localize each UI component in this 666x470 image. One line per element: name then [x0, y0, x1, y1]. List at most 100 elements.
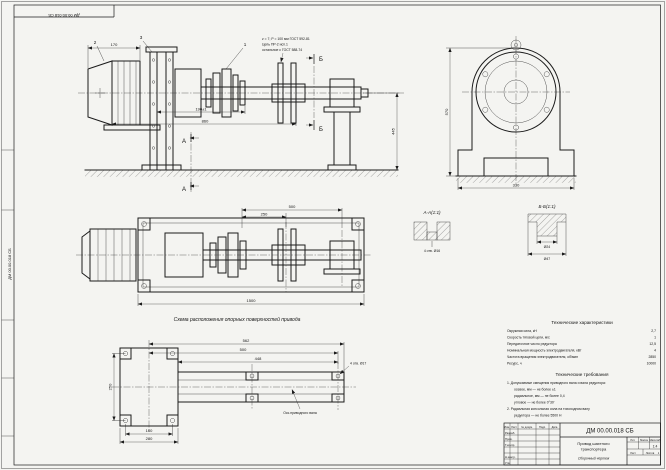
col-list: Лист [511, 425, 517, 429]
col-doc: № докум. [521, 426, 533, 429]
support-schema: Схема расположения опорных поверхностей … [108, 316, 366, 444]
note-line-3: остальное с ГОСТ 588-74 [262, 48, 302, 52]
doc-name-line2: транспортера [581, 447, 607, 452]
dim-860: 860 [202, 119, 209, 124]
title-block-border [503, 422, 661, 466]
ground [455, 175, 577, 183]
col-sign: Подп. [539, 425, 546, 429]
dim-250: 250 [241, 212, 287, 227]
dim-24-label: Ø24 [544, 245, 551, 249]
tech-chars-title: Технические характеристики [551, 320, 613, 325]
row-utv: Утв. [505, 461, 511, 465]
section-a-note: 4 отв. Ø16 [424, 249, 440, 253]
callout-2-label: 2 [94, 40, 97, 45]
dim-570: 570 [444, 108, 449, 115]
section-a-label: А [182, 187, 186, 193]
callout-3: 3 [140, 35, 153, 53]
tech-char-value: 2,7 [651, 329, 656, 333]
dim-span: 860 [111, 118, 297, 126]
axis-note-label: Ось приводного вала [283, 411, 317, 415]
tech-req-line: 2. Радиальная консольная сила на тихоход… [507, 407, 590, 411]
row-prov: Пров. [505, 437, 513, 441]
bearing-unit [323, 78, 361, 171]
dim-500: 500 [241, 204, 343, 228]
dim-500-label: 500 [289, 204, 296, 209]
dim-160: 160 [125, 424, 173, 436]
sheets-value: 1 [658, 451, 660, 455]
tech-req-line: осевое, мм — не более ±1 [514, 388, 556, 392]
section-a-title: А-А(1:1) [422, 210, 441, 215]
dim-448-label: 448 [255, 356, 262, 361]
corner-designation: ДМ 00.00.018 СБ [48, 13, 80, 18]
dim-500: 500 [148, 347, 339, 364]
tech-char-value: 4 [654, 349, 656, 353]
note-line-1: z = 7; P = 100 мм ГОСТ 592-81 [262, 37, 310, 41]
scale-label: Масштаб [649, 438, 661, 442]
tech-char-value: 10000 [647, 362, 657, 366]
col-izm: Изм. [504, 425, 510, 429]
doc-designation: ДМ 00.00.018 СБ [586, 429, 633, 435]
dim-inner: Ø24 [536, 236, 558, 249]
dim-170: 170 [111, 42, 118, 47]
doc-name-line1: Привод шахтного [577, 441, 610, 446]
ground [84, 169, 399, 177]
plan-view: 500 250 1500 [76, 204, 372, 306]
row-tkontr: Т.контр. [505, 443, 515, 447]
front-view: А А Б Б 2 3 1 z = 7; P = 100 мм ГОСТ 592… [78, 35, 404, 193]
tech-requirements: Технические требования 1. Допускаемые см… [507, 372, 609, 418]
tech-req-line: угловое — не более 0°30' [514, 401, 555, 405]
dim-motor-width: 170 [87, 42, 141, 68]
lit-label: Лит. [630, 438, 635, 442]
tech-req-line: радиальное, мм — не более 0,4 [514, 394, 565, 398]
sprocket-note: z = 7; P = 100 мм ГОСТ 592-81 Цепь ПР-2 … [262, 37, 310, 63]
dim-562: 562 [148, 338, 345, 372]
note-line-2: Цепь ПР-2 исп.1 [262, 43, 288, 47]
dim-190: 190±1 [195, 107, 207, 112]
sheets-label: Листов [646, 451, 655, 455]
tech-char-label: Ресурс, ч [507, 362, 522, 366]
tech-char-label: Скорость тяговой цепи, м/с [507, 336, 550, 340]
side-designation: ДМ 00.00.018 СБ [7, 248, 12, 280]
tech-reqs-title: Технические требования [556, 372, 609, 377]
doc-type: Сборочный чертеж [578, 457, 610, 461]
holes-note-label: 4 отв. Ø17 [350, 362, 366, 366]
scale-value: 1:4 [653, 445, 658, 449]
dim-height: 445 [363, 92, 400, 171]
dim-445: 445 [391, 127, 396, 134]
tech-req-line: редуктора — не более 5500 Н [514, 414, 562, 418]
dim-width: 330 [457, 178, 575, 190]
dim-250: 250 [108, 353, 126, 421]
section-b-title: Б-Б(1:1) [539, 204, 556, 209]
callout-2: 2 [94, 40, 105, 62]
dim-562-label: 562 [243, 338, 250, 343]
row-nkontr: Н.контр. [505, 455, 516, 459]
callout-1: 1 [225, 42, 247, 70]
rail-pads [245, 371, 345, 403]
dim-coupling-span: 190±1 [156, 102, 246, 114]
section-line-b: Б Б [306, 54, 323, 133]
section-line-a: А А [182, 132, 199, 193]
dim-280-label: 280 [146, 436, 153, 441]
section-b-view: Б-Б(1:1) Ø24 Ø47 [527, 204, 567, 261]
dim-outer: Ø47 [527, 222, 567, 261]
tech-char-value: 1 [654, 336, 656, 340]
callout-1-label: 1 [244, 42, 247, 47]
dim-250-label: 250 [261, 212, 268, 217]
sheet-label: Лист [630, 451, 636, 455]
motor-shelf [103, 124, 161, 131]
lifting-eye-hole [514, 43, 518, 47]
dim-330: 330 [513, 183, 520, 188]
dim-1500-label: 1500 [247, 298, 257, 303]
schema-title: Схема расположения опорных поверхностей … [174, 316, 301, 323]
dim-448: 448 [177, 356, 339, 370]
dim-250-label: 250 [108, 383, 113, 390]
dim-length: 1500 [137, 294, 365, 306]
callout-3-label: 3 [140, 35, 143, 40]
tech-req-line: 1. Допускаемые смещения приводного вала … [507, 381, 606, 385]
dim-47-label: Ø47 [544, 257, 551, 261]
tech-char-label: Окружная сила, кН [507, 329, 537, 333]
